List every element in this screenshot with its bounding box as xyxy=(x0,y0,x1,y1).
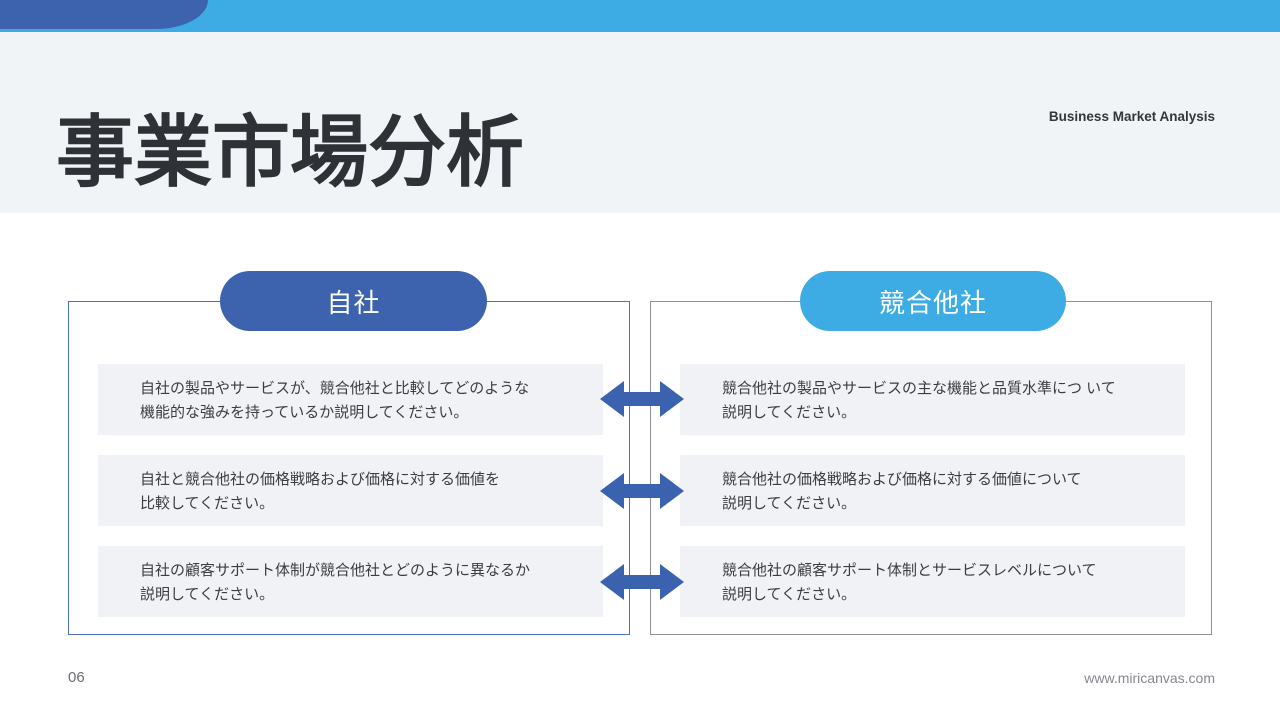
page-title: 事業市場分析 xyxy=(56,108,525,196)
double-arrow-icon xyxy=(600,564,684,600)
competitor-item-3-line-2: 説明してください。 xyxy=(722,586,857,603)
own-item-1-line-2: 機能的な強みを持っているか説明してください。 xyxy=(140,404,469,421)
own-item-2: 自社と競合他社の価格戦略および価格に対する価値を 比較してください。 xyxy=(98,455,603,526)
own-item-2-line-2: 比較してください。 xyxy=(140,495,275,512)
competitor-item-1: 競合他社の製品やサービスの主な機能と品質水準につ いて 説明してください。 xyxy=(680,364,1185,435)
top-bar xyxy=(0,0,1280,32)
competitor-item-1-line-1: 競合他社の製品やサービスの主な機能と品質水準につ いて xyxy=(722,380,1116,397)
own-company-header-label: 自社 xyxy=(326,287,381,318)
own-company-header-pill: 自社 xyxy=(220,271,487,331)
competitor-header-pill: 競合他社 xyxy=(800,271,1066,331)
own-item-2-line-1: 自社と競合他社の価格戦略および価格に対する価値を xyxy=(140,471,501,488)
page-number: 06 xyxy=(68,669,85,686)
top-bar-accent xyxy=(0,0,208,29)
double-arrow-icon xyxy=(600,381,684,417)
competitor-item-2: 競合他社の価格戦略および価格に対する価値について 説明してください。 xyxy=(680,455,1185,526)
own-item-1: 自社の製品やサービスが、競合他社と比較してどのような 機能的な強みを持っているか… xyxy=(98,364,603,435)
competitor-item-3: 競合他社の顧客サポート体制とサービスレベルについて 説明してください。 xyxy=(680,546,1185,617)
website-url: www.miricanvas.com xyxy=(1084,670,1215,686)
own-item-1-line-1: 自社の製品やサービスが、競合他社と比較してどのような xyxy=(140,380,530,397)
competitor-header-label: 競合他社 xyxy=(878,287,987,318)
slide-header: 事業市場分析 Business Market Analysis xyxy=(0,32,1280,213)
competitor-item-2-line-2: 説明してください。 xyxy=(722,495,857,512)
own-item-3: 自社の顧客サポート体制が競合他社とどのように異なるか 説明してください。 xyxy=(98,546,603,617)
own-item-3-line-2: 説明してください。 xyxy=(140,586,275,603)
competitor-item-2-line-1: 競合他社の価格戦略および価格に対する価値について xyxy=(722,471,1082,488)
own-item-3-line-1: 自社の顧客サポート体制が競合他社とどのように異なるか xyxy=(140,562,531,579)
double-arrow-icon xyxy=(600,473,684,509)
competitor-item-1-line-2: 説明してください。 xyxy=(722,404,857,421)
competitor-item-3-line-1: 競合他社の顧客サポート体制とサービスレベルについて xyxy=(722,562,1097,579)
eyebrow-label: Business Market Analysis xyxy=(1048,109,1215,124)
